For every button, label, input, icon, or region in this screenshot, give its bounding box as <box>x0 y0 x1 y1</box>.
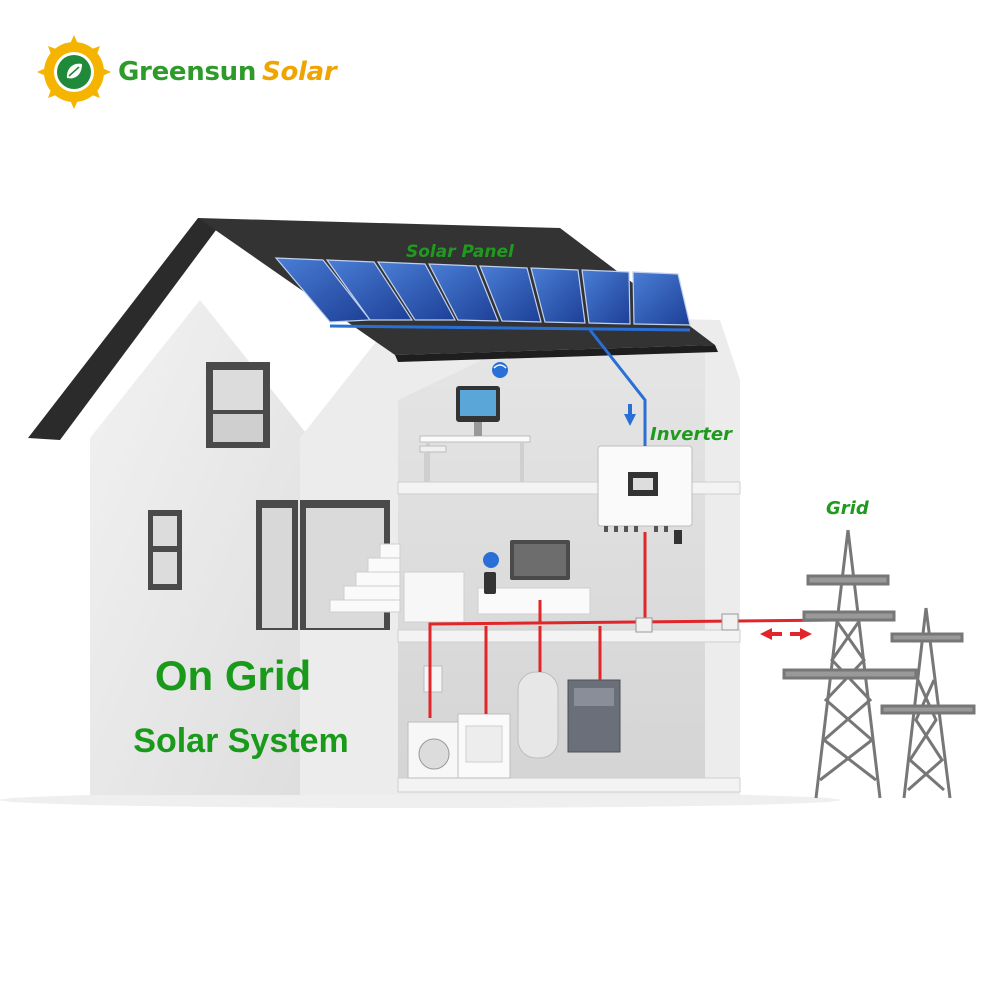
junction-box <box>635 617 653 633</box>
solar-panel-array <box>274 257 691 332</box>
ac-wiring <box>428 532 841 718</box>
bidirectional-arrow-icon <box>760 628 812 640</box>
transmission-tower-large <box>782 529 918 799</box>
ground-shadow <box>0 792 840 808</box>
transmission-tower-small <box>880 607 976 799</box>
brand-name-part2: Solar <box>262 57 337 87</box>
roof-left-edge <box>28 218 222 440</box>
dryer <box>457 713 511 779</box>
roof-front-fascia <box>395 345 718 362</box>
floor-slab-middle <box>397 629 741 643</box>
dc-cable <box>588 329 647 446</box>
washing-machine <box>407 721 461 779</box>
living-room-furniture <box>403 540 591 623</box>
sun-leaf-logo-icon <box>36 34 112 110</box>
meter-box <box>721 613 739 631</box>
wifi-globe-icon <box>492 362 508 378</box>
grid-label: Grid <box>826 498 869 519</box>
wall-socket-box <box>423 665 443 693</box>
phone-wifi-icon <box>483 552 499 594</box>
headline-line1: On Grid <box>154 652 312 699</box>
stairs <box>329 543 401 613</box>
brand-name-part1: Greensun <box>118 57 257 87</box>
inverter-unit <box>597 445 693 544</box>
headline-line2: Solar System <box>133 722 349 760</box>
boiler <box>567 679 621 753</box>
desk-with-monitor <box>419 386 531 482</box>
dc-down-arrow-icon <box>624 414 636 426</box>
inverter-label: Inverter <box>650 424 733 445</box>
window-upper-left <box>206 362 270 448</box>
floor-slab-lower <box>397 777 741 793</box>
solar-panel-label: Solar Panel <box>406 242 514 262</box>
window-small-left <box>148 510 182 590</box>
water-heater-tank <box>517 671 559 759</box>
